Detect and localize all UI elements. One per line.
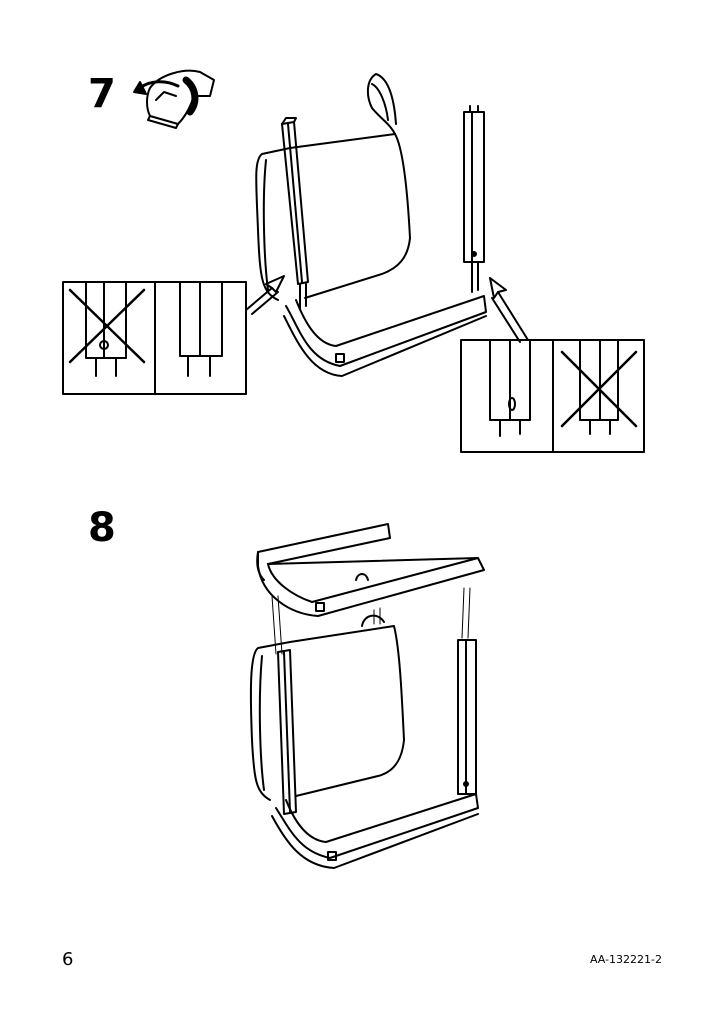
step-7-illustration [62,69,645,453]
back-panel [249,614,405,801]
step-number-7: 7 [88,71,116,117]
bottom-frame [271,793,479,869]
arrow-icon [489,277,529,343]
right-post [457,639,477,795]
document-code: AA-132221-2 [589,953,662,966]
step-8-illustration [249,523,485,869]
arrow-icon [245,275,285,315]
bottom-frame [283,295,487,377]
left-post [281,117,309,309]
detail-box-left [62,281,247,395]
top-frame [256,523,485,617]
step-number-8: 8 [88,505,116,551]
page-number: 6 [62,949,74,970]
left-post [277,649,297,815]
cross-icon [68,288,146,364]
detail-box-right [460,339,645,453]
right-post [463,105,485,293]
cross-icon [560,350,638,428]
back-panel [255,73,411,301]
hand-turn-icon [133,69,215,129]
